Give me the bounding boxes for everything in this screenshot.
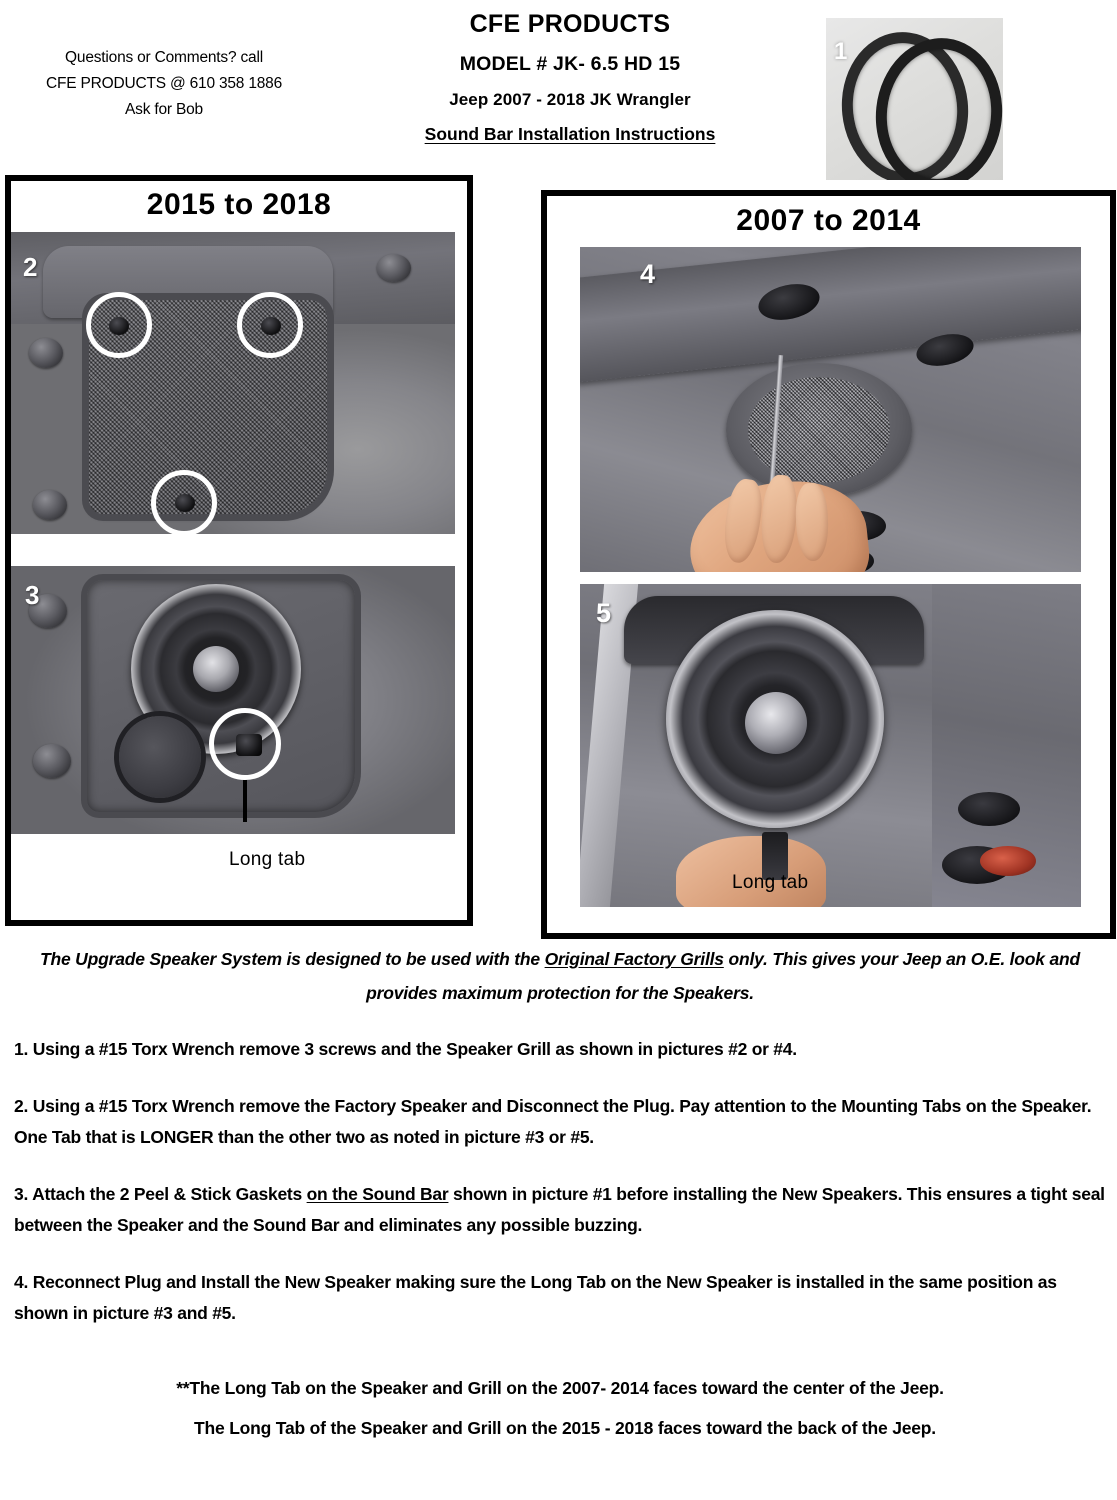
figure-number-3: 3 — [25, 580, 40, 610]
hand — [676, 836, 826, 907]
trim-bolt-icon — [29, 594, 67, 628]
trim-bolt-icon — [33, 744, 71, 778]
photo-5-speaker-longtab: 5 Long tab — [580, 584, 1081, 907]
gasket-photo: 1 — [826, 18, 1003, 180]
speaker-dustcap — [745, 692, 807, 754]
contact-line-2: CFE PRODUCTS @ 610 358 1886 — [45, 75, 283, 92]
trim-bolt-icon — [33, 490, 67, 520]
instruction-steps: 1. Using a #15 Torx Wrench remove 3 scre… — [14, 1034, 1106, 1355]
step-3-prefix: Attach the 2 Peel & Stick Gaskets — [28, 1184, 307, 1204]
speaker-dustcap — [193, 646, 239, 692]
intro-emphasis: Original Factory Grills — [544, 949, 724, 969]
vehicle-fitment: Jeep 2007 - 2018 JK Wrangler — [449, 90, 691, 109]
panel-right-title: 2007 to 2014 — [736, 204, 921, 237]
trim-bolt-icon — [377, 254, 411, 282]
step-2-number: 2. — [14, 1096, 29, 1116]
step-3-number: 3. — [14, 1184, 29, 1204]
panel-2015-2018: 2015 to 2018 2 3 Long tab — [5, 175, 473, 926]
contact-line-3: Ask for Bob — [125, 101, 203, 118]
intro-part-2: only. This gives your Jeep an O.E. look … — [366, 949, 1080, 1003]
screw-circle-marker — [151, 470, 217, 534]
footnote-line-1: **The Long Tab on the Speaker and Grill … — [176, 1378, 944, 1398]
secondary-speaker — [119, 716, 201, 798]
long-tab-label-left: Long tab — [229, 849, 306, 870]
step-3-suffix: shown in picture #1 before installing th… — [14, 1184, 1105, 1235]
step-4: 4. Reconnect Plug and Install the New Sp… — [14, 1267, 1106, 1329]
screw-circle-marker — [86, 292, 152, 358]
figure-number-1: 1 — [834, 38, 848, 65]
company-name: CFE PRODUCTS — [469, 10, 671, 38]
model-number: MODEL # JK- 6.5 HD 15 — [459, 53, 681, 75]
footnote-line-2: The Long Tab of the Speaker and Grill on… — [194, 1418, 936, 1438]
panel-left-title: 2015 to 2018 — [146, 188, 332, 221]
long-tab-leader-line — [243, 780, 247, 822]
screw-circle-marker — [237, 292, 303, 358]
intro-paragraph: The Upgrade Speaker System is designed t… — [20, 942, 1100, 1010]
long-tab-circle-marker — [209, 708, 281, 780]
step-3: 3. Attach the 2 Peel & Stick Gaskets on … — [14, 1179, 1106, 1241]
red-indicator-light — [980, 846, 1036, 876]
contact-line-1: Questions or Comments? call — [65, 49, 263, 66]
document-header: Questions or Comments? call CFE PRODUCTS… — [0, 0, 1117, 180]
step-4-number: 4. — [14, 1272, 29, 1292]
page-title: Sound Bar Installation Instructions — [424, 124, 716, 144]
figure-number-5: 5 — [596, 598, 612, 628]
step-1-number: 1. — [14, 1039, 29, 1059]
step-3-emphasis: on the Sound Bar — [306, 1184, 449, 1204]
sound-bar-housing — [580, 247, 1081, 383]
figure-number-2: 2 — [23, 252, 38, 282]
long-tab — [762, 832, 788, 880]
photo-3-speaker-longtab: 3 — [11, 566, 455, 834]
photo-4-grill-removal: 4 — [580, 247, 1081, 572]
long-tab-label-right: Long tab — [732, 872, 809, 893]
step-4-text: Reconnect Plug and Install the New Speak… — [14, 1272, 1057, 1323]
vent-hole-icon — [958, 792, 1020, 826]
trim-bolt-icon — [29, 338, 63, 368]
step-1: 1. Using a #15 Torx Wrench remove 3 scre… — [14, 1034, 1106, 1065]
panel-2007-2014: 2007 to 2014 4 5 Long tab — [541, 190, 1116, 939]
footnotes: **The Long Tab on the Speaker and Grill … — [20, 1368, 1100, 1448]
intro-part-1: The Upgrade Speaker System is designed t… — [40, 949, 545, 969]
speaker-grill-ring — [726, 363, 912, 497]
step-2: 2. Using a #15 Torx Wrench remove the Fa… — [14, 1091, 1106, 1153]
step-1-text: Using a #15 Torx Wrench remove 3 screws … — [28, 1039, 797, 1059]
photo-2-grill-screws: 2 — [11, 232, 455, 534]
title-block: CFE PRODUCTS MODEL # JK- 6.5 HD 15 Jeep … — [330, 10, 810, 145]
contact-block: Questions or Comments? call CFE PRODUCTS… — [14, 45, 314, 123]
step-2-text: Using a #15 Torx Wrench remove the Facto… — [14, 1096, 1092, 1147]
figure-number-4: 4 — [640, 259, 656, 289]
